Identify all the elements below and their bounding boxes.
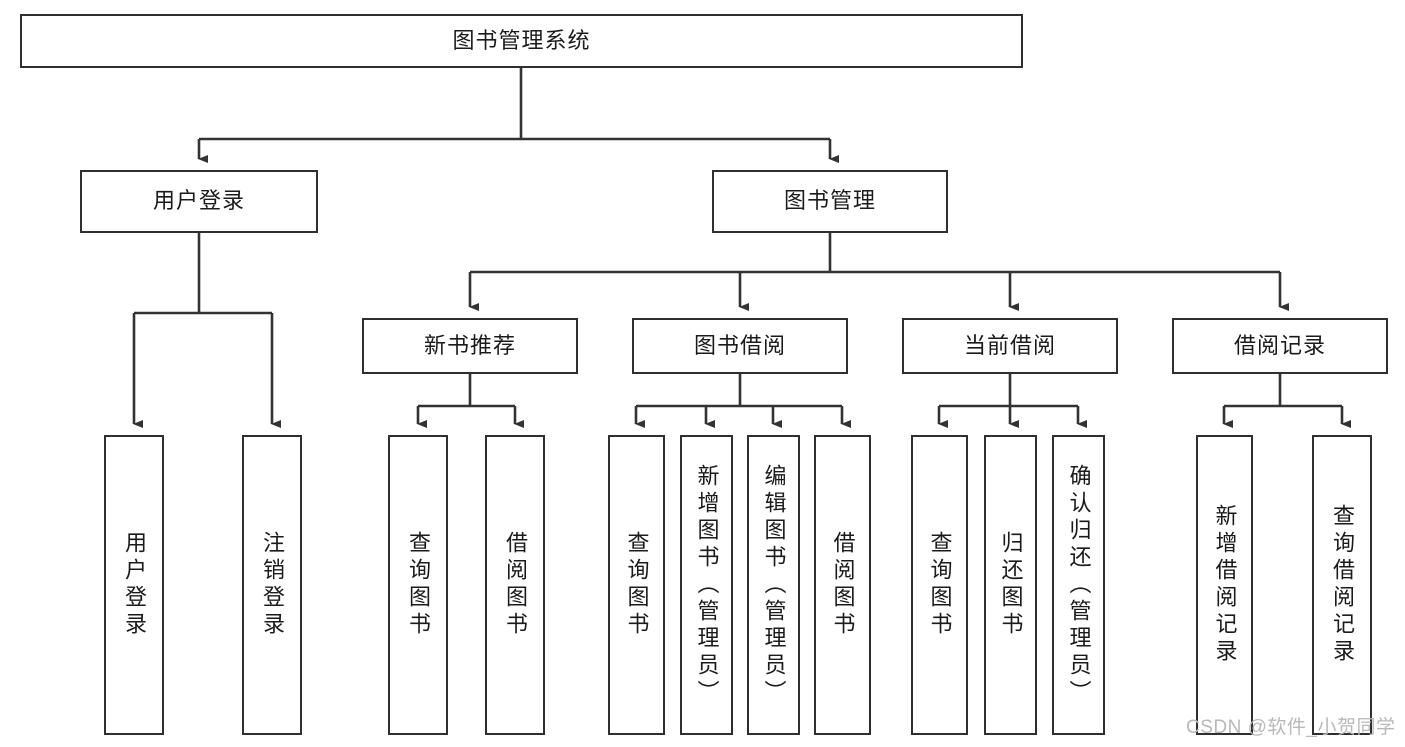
node-leaf-add-book-label: 新增图书（管理员） <box>694 463 720 707</box>
node-book-borrow[interactable]: 图书借阅 <box>632 318 848 374</box>
node-leaf-query-book-3-label: 查询图书 <box>927 531 953 639</box>
node-leaf-query-book-1[interactable]: 查询图书 <box>388 435 448 735</box>
node-leaf-borrow-book-2[interactable]: 借阅图书 <box>814 435 871 735</box>
node-leaf-query-record-label: 查询借阅记录 <box>1330 504 1355 666</box>
node-leaf-borrow-book-1[interactable]: 借阅图书 <box>485 435 545 735</box>
node-leaf-confirm-return-label: 确认归还（管理员） <box>1066 463 1092 707</box>
node-leaf-return-book-label: 归还图书 <box>998 531 1024 639</box>
node-user-login[interactable]: 用户登录 <box>80 170 318 233</box>
node-leaf-borrow-book-1-label: 借阅图书 <box>503 531 528 639</box>
node-leaf-logout-label: 注销登录 <box>260 531 285 639</box>
node-book-borrow-label: 图书借阅 <box>693 332 786 358</box>
node-current-borrow[interactable]: 当前借阅 <box>902 318 1118 374</box>
node-leaf-user-login[interactable]: 用户登录 <box>104 435 164 735</box>
node-book-manage-label: 图书管理 <box>783 188 876 214</box>
node-leaf-edit-book-label: 编辑图书（管理员） <box>761 463 787 707</box>
node-leaf-logout[interactable]: 注销登录 <box>242 435 302 735</box>
node-leaf-borrow-book-2-label: 借阅图书 <box>830 531 856 639</box>
node-root[interactable]: 图书管理系统 <box>20 14 1023 68</box>
node-current-borrow-label: 当前借阅 <box>963 332 1056 358</box>
node-user-login-label: 用户登录 <box>152 188 245 214</box>
node-leaf-confirm-return[interactable]: 确认归还（管理员） <box>1052 435 1105 735</box>
node-new-book-rec-label: 新书推荐 <box>423 332 516 358</box>
csdn-watermark: CSDN @软件_小贺同学 <box>1186 717 1396 738</box>
node-book-manage[interactable]: 图书管理 <box>712 170 948 233</box>
node-leaf-return-book[interactable]: 归还图书 <box>984 435 1037 735</box>
node-root-label: 图书管理系统 <box>452 27 591 53</box>
node-leaf-query-book-2-label: 查询图书 <box>624 531 650 639</box>
node-leaf-add-book[interactable]: 新增图书（管理员） <box>680 435 733 735</box>
node-leaf-user-login-label: 用户登录 <box>122 531 147 639</box>
node-borrow-record-label: 借阅记录 <box>1233 332 1326 358</box>
node-new-book-rec[interactable]: 新书推荐 <box>362 318 578 374</box>
node-leaf-query-record[interactable]: 查询借阅记录 <box>1312 435 1372 735</box>
node-leaf-query-book-2[interactable]: 查询图书 <box>608 435 665 735</box>
node-leaf-query-book-1-label: 查询图书 <box>406 531 431 639</box>
node-borrow-record[interactable]: 借阅记录 <box>1172 318 1388 374</box>
node-leaf-add-record-label: 新增借阅记录 <box>1212 504 1238 666</box>
node-leaf-query-book-3[interactable]: 查询图书 <box>911 435 968 735</box>
node-leaf-add-record[interactable]: 新增借阅记录 <box>1196 435 1253 735</box>
node-leaf-edit-book[interactable]: 编辑图书（管理员） <box>747 435 800 735</box>
